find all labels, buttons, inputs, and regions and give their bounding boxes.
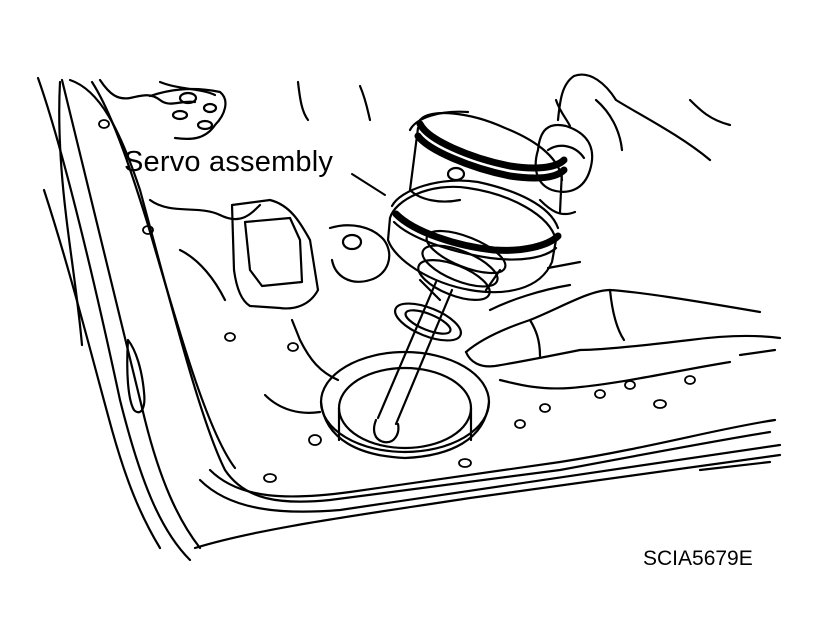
- figure-code: SCIA5679E: [643, 547, 753, 570]
- servo-rod: [374, 282, 466, 442]
- case-right-edge: [500, 350, 775, 470]
- case-flange: [70, 80, 780, 548]
- flange-bolt-holes: [99, 120, 695, 482]
- valve-body-passages: [100, 80, 730, 413]
- hand-upper: [410, 75, 710, 192]
- hand-lower: [466, 285, 780, 366]
- callout-leader-line: [352, 174, 385, 195]
- servo-piston: [388, 113, 580, 292]
- case-left-wall: [38, 78, 200, 560]
- servo-assembly-label: Servo assembly: [124, 146, 334, 178]
